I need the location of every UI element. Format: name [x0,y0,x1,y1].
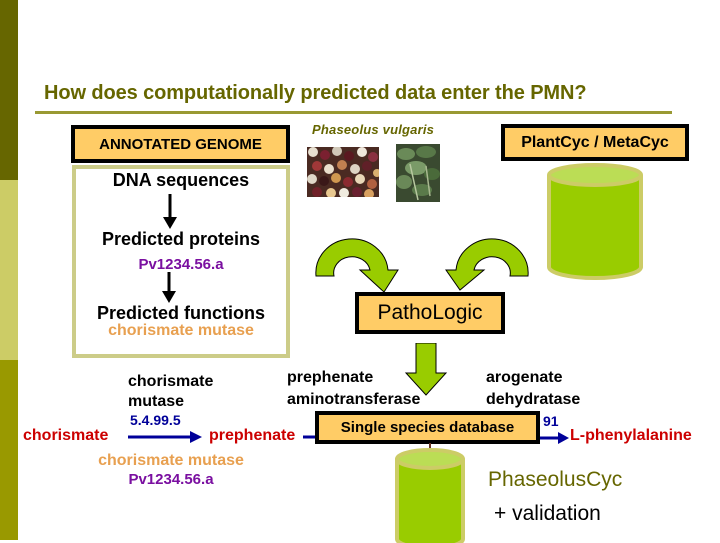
side-bar-dark [0,0,18,180]
curved-arrow-right-icon [315,238,399,293]
ec-number-fragment: 91 [543,413,559,429]
reaction-arrow-icon [128,431,202,443]
reaction-arrow-icon [538,432,569,444]
pathologic-text: PathoLogic [377,301,483,324]
ec-number: 5.4.99.5 [130,412,181,428]
title-rule [35,111,672,114]
database-cylinder-icon [395,443,465,543]
phaseoluscyc-name: PhaseolusCyc [488,468,623,491]
compound-l-phenylalanine: L-phenylalanine [570,427,692,444]
curved-arrow-left-icon [445,238,529,291]
enzyme-line: dehydratase [486,391,581,408]
predicted-functions-label: Predicted functions [96,303,266,323]
annotation-gene: Pv1234.56.a [128,471,214,488]
annotated-genome-label: ANNOTATED GENOME [71,125,290,163]
enzyme-line: aminotransferase [287,391,421,408]
plantcyc-metacyc-label: PlantCyc / MetaCyc [501,124,689,161]
organism-name: Phaseolus vulgaris [312,122,435,137]
enzyme-line: chorismate [128,373,214,390]
enzyme-prephenate-aminotransferase: prephenate aminotransferase [287,367,420,411]
plant-photo [396,144,440,202]
single-species-database-text: Single species database [340,419,515,436]
reaction-arrow-icon [303,435,317,439]
down-green-arrow-icon [404,343,448,396]
predicted-proteins-label: Predicted proteins [101,229,261,249]
side-bar-mid [0,360,18,540]
side-bar-pale [0,180,18,360]
enzyme-chorismate-mutase: chorismate mutase [128,372,213,412]
slide-title: How does computationally predicted data … [44,82,587,104]
enzyme-line: mutase [128,393,185,410]
annotation-function: chorismate mutase [98,452,244,469]
protein-id: Pv1234.56.a [138,256,224,273]
down-arrow-icon [162,272,176,303]
enzyme-arogenate-dehydratase: arogenate dehydratase [486,367,580,411]
database-cylinder-icon [547,163,643,280]
beans-photo [307,147,379,197]
down-arrow-icon [163,194,177,229]
pathologic-button[interactable]: PathoLogic [355,292,505,334]
annotated-genome-text: ANNOTATED GENOME [99,135,262,153]
predicted-function-value: chorismate mutase [108,322,254,339]
validation-note: + validation [494,502,601,525]
enzyme-line: arogenate [486,369,563,386]
compound-prephenate: prephenate [209,427,296,444]
dna-sequences-label: DNA sequences [112,170,250,190]
single-species-database-label: Single species database [315,411,540,444]
compound-chorismate: chorismate [23,427,109,444]
enzyme-line: prephenate [287,369,374,386]
plantcyc-metacyc-text: PlantCyc / MetaCyc [521,133,669,151]
genome-panel [72,165,290,358]
